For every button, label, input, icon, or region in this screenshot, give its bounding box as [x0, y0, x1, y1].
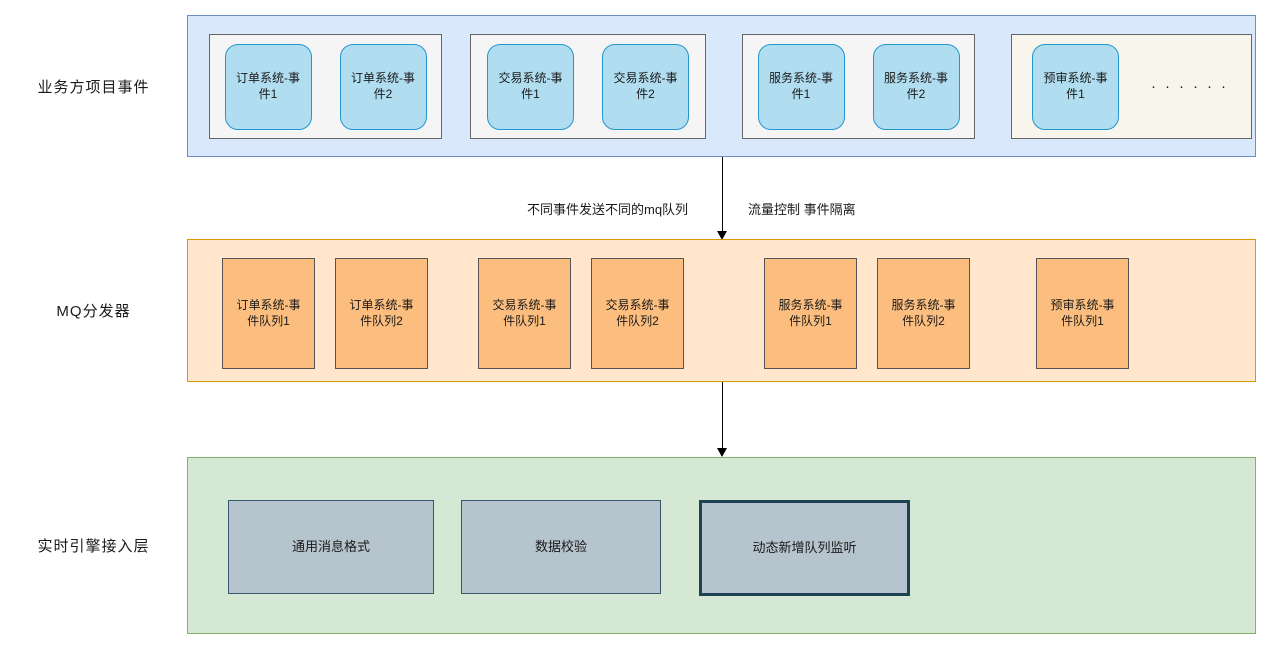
- module-box-label: 通用消息格式: [291, 538, 370, 554]
- queue-box-service-2: 服务系统-事 件队列2: [877, 258, 970, 369]
- arrow-business-to-mq: [722, 157, 723, 231]
- queue-box-label: 交易系统-事 件队列2: [605, 297, 670, 328]
- module-box-data-validation: 数据校验: [461, 500, 661, 594]
- band-business-events: 订单系统-事 件1 订单系统-事 件2 交易系统-事 件1 交易系统-事 件2 …: [187, 15, 1256, 157]
- band-engine-layer: 通用消息格式 数据校验 动态新增队列监听: [187, 457, 1256, 634]
- module-box-dynamic-queue-listener: 动态新增队列监听: [699, 500, 910, 596]
- queue-box-label: 预审系统-事 件队列1: [1050, 297, 1115, 328]
- queue-box-label: 订单系统-事 件队列2: [349, 297, 414, 328]
- row-label-engine-layer: 实时引擎接入层: [37, 538, 150, 555]
- event-box-label: 服务系统-事 件1: [769, 70, 833, 101]
- event-box-label: 预审系统-事 件1: [1043, 70, 1108, 101]
- event-box-order-2: 订单系统-事 件2: [339, 43, 427, 130]
- event-box-label: 交易系统-事 件1: [498, 70, 563, 101]
- arrow-mq-to-engine-head: [717, 448, 727, 457]
- arrow-business-to-mq-head: [717, 231, 727, 240]
- band-mq-dispatcher: 订单系统-事 件队列1 订单系统-事 件队列2 交易系统-事 件队列1 交易系统…: [187, 239, 1256, 382]
- queue-box-order-1: 订单系统-事 件队列1: [222, 258, 315, 369]
- queue-box-label: 服务系统-事 件队列1: [778, 297, 843, 328]
- row-label-mq-dispatcher: MQ分发器: [56, 303, 131, 320]
- more-events-ellipsis: ······: [1151, 78, 1235, 95]
- queue-box-trade-2: 交易系统-事 件队列2: [591, 258, 684, 369]
- event-box-label: 交易系统-事 件2: [613, 70, 678, 101]
- event-box-trade-1: 交易系统-事 件1: [487, 43, 574, 130]
- event-box-service-1: 服务系统-事 件1: [757, 43, 845, 130]
- event-group-preaudit: 预审系统-事 件1 ······: [1011, 34, 1252, 139]
- queue-box-service-1: 服务系统-事 件队列1: [764, 258, 857, 369]
- arrow-mq-to-engine: [722, 382, 723, 449]
- arrow-caption-mq-routing: 不同事件发送不同的mq队列: [527, 202, 689, 217]
- event-box-label: 服务系统-事 件2: [884, 70, 948, 101]
- queue-box-preaudit-1: 预审系统-事 件队列1: [1036, 258, 1129, 369]
- event-box-label: 订单系统-事 件1: [236, 70, 300, 101]
- event-group-service: 服务系统-事 件1 服务系统-事 件2: [742, 34, 975, 139]
- queue-box-trade-1: 交易系统-事 件队列1: [478, 258, 571, 369]
- row-label-business-events: 业务方项目事件: [37, 78, 150, 96]
- event-box-preaudit-1: 预审系统-事 件1: [1032, 43, 1119, 130]
- event-box-service-2: 服务系统-事 件2: [872, 43, 960, 130]
- queue-box-label: 服务系统-事 件队列2: [891, 297, 956, 328]
- event-group-order: 订单系统-事 件1 订单系统-事 件2: [209, 34, 442, 139]
- event-box-label: 订单系统-事 件2: [351, 70, 415, 101]
- arrow-caption-flow-control: 流量控制 事件隔离: [748, 202, 856, 217]
- module-box-label: 数据校验: [534, 538, 587, 554]
- queue-box-order-2: 订单系统-事 件队列2: [335, 258, 428, 369]
- queue-box-label: 订单系统-事 件队列1: [236, 297, 301, 328]
- module-box-common-message-format: 通用消息格式: [228, 500, 434, 594]
- queue-box-label: 交易系统-事 件队列1: [492, 297, 557, 328]
- event-group-trade: 交易系统-事 件1 交易系统-事 件2: [470, 34, 706, 139]
- module-box-label: 动态新增队列监听: [752, 539, 857, 555]
- event-box-order-1: 订单系统-事 件1: [224, 43, 312, 130]
- event-box-trade-2: 交易系统-事 件2: [602, 43, 689, 130]
